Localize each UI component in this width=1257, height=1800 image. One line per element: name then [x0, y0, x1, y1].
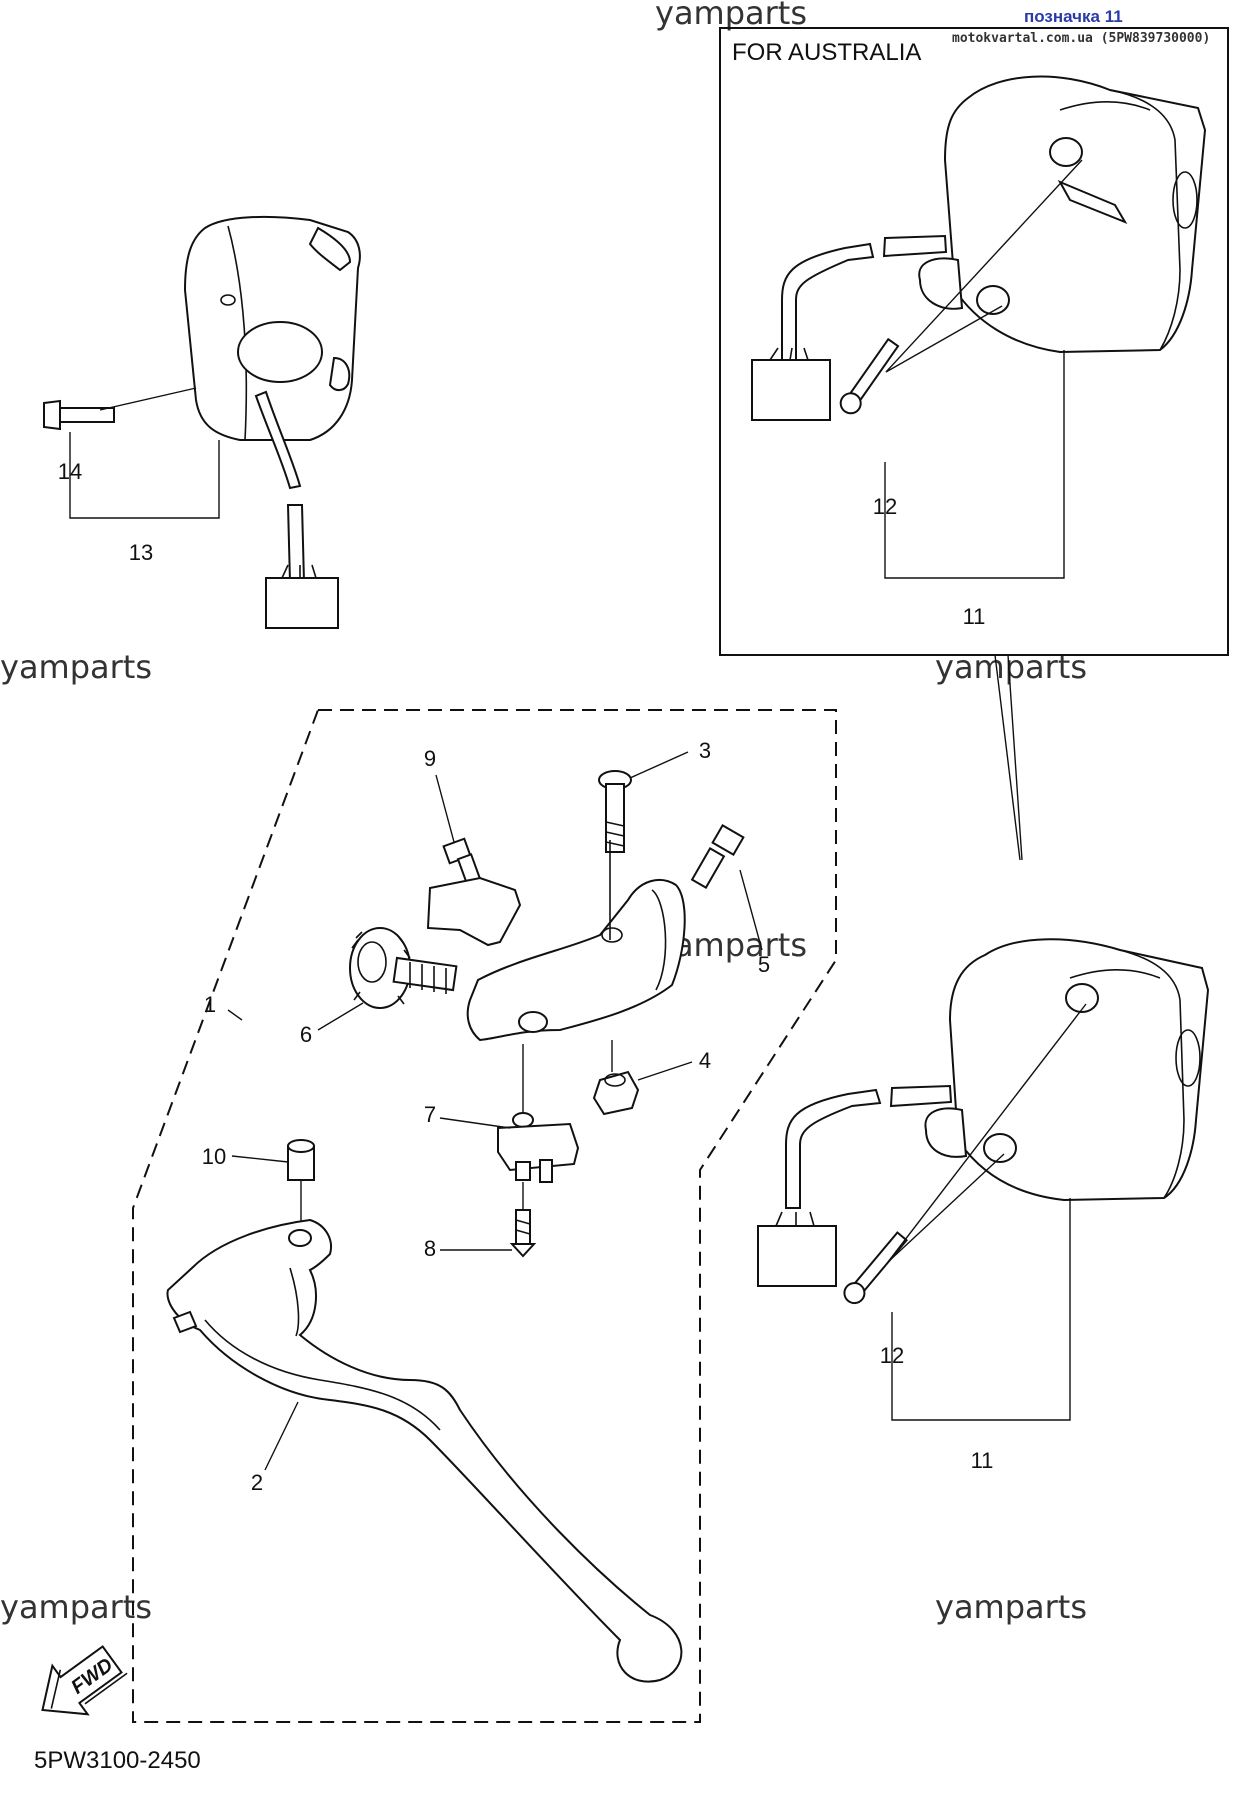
adjuster-knob — [349, 927, 458, 1009]
switch-assembly-left — [43, 215, 361, 629]
callout-5: 5 — [758, 952, 770, 977]
callout-11a: 11 — [963, 604, 986, 629]
watermark: yamparts — [935, 648, 1087, 686]
callout-8: 8 — [424, 1236, 436, 1261]
header-source: motokvartal.com.ua (5PW839730000) — [952, 31, 1210, 46]
callout-12a: 12 — [873, 494, 897, 519]
australia-inset-frame — [719, 27, 1229, 656]
lever-holder-bracket — [426, 840, 686, 1042]
switch-screw — [509, 1182, 537, 1258]
watermark: yamparts — [0, 648, 152, 686]
callout-7: 7 — [424, 1102, 436, 1127]
callout-2: 2 — [251, 1470, 263, 1495]
callout-4: 4 — [699, 1048, 711, 1073]
watermark: yamparts — [0, 1588, 152, 1626]
callout-9: 9 — [424, 746, 436, 771]
inset-link-lines — [994, 654, 1023, 861]
mounting-bolt — [690, 823, 745, 889]
inset-title: FOR AUSTRALIA — [732, 39, 921, 66]
pivot-collar — [287, 1139, 315, 1181]
watermark: yamparts — [935, 1588, 1087, 1626]
diagram-code: 5PW3100-2450 — [34, 1747, 201, 1774]
adjuster-screw — [442, 837, 482, 885]
fwd-arrow-icon: FWD — [41, 1645, 128, 1716]
callout-11b: 11 — [971, 1448, 994, 1473]
callout-12b: 12 — [880, 1343, 904, 1368]
header-label: позначка 11 — [1024, 7, 1123, 26]
callout-3: 3 — [699, 738, 711, 763]
leader-13 — [69, 432, 220, 519]
callout-14: 14 — [58, 459, 82, 484]
clutch-lever — [166, 1218, 683, 1683]
lever-assembly-boundary — [132, 709, 837, 1723]
watermark: yamparts — [655, 0, 807, 32]
callout-10: 10 — [202, 1144, 226, 1169]
switch-assembly-right — [757, 938, 1210, 1305]
callout-13: 13 — [129, 540, 153, 565]
leader-11b — [891, 1198, 1071, 1421]
callout-6: 6 — [300, 1022, 312, 1047]
callout-1: 1 — [204, 992, 216, 1017]
leader-11a — [884, 350, 1065, 579]
clutch-switch — [497, 1044, 580, 1183]
pivot-bolt — [598, 770, 632, 853]
lock-nut — [592, 1070, 640, 1116]
switch-assembly-australia — [751, 75, 1207, 421]
